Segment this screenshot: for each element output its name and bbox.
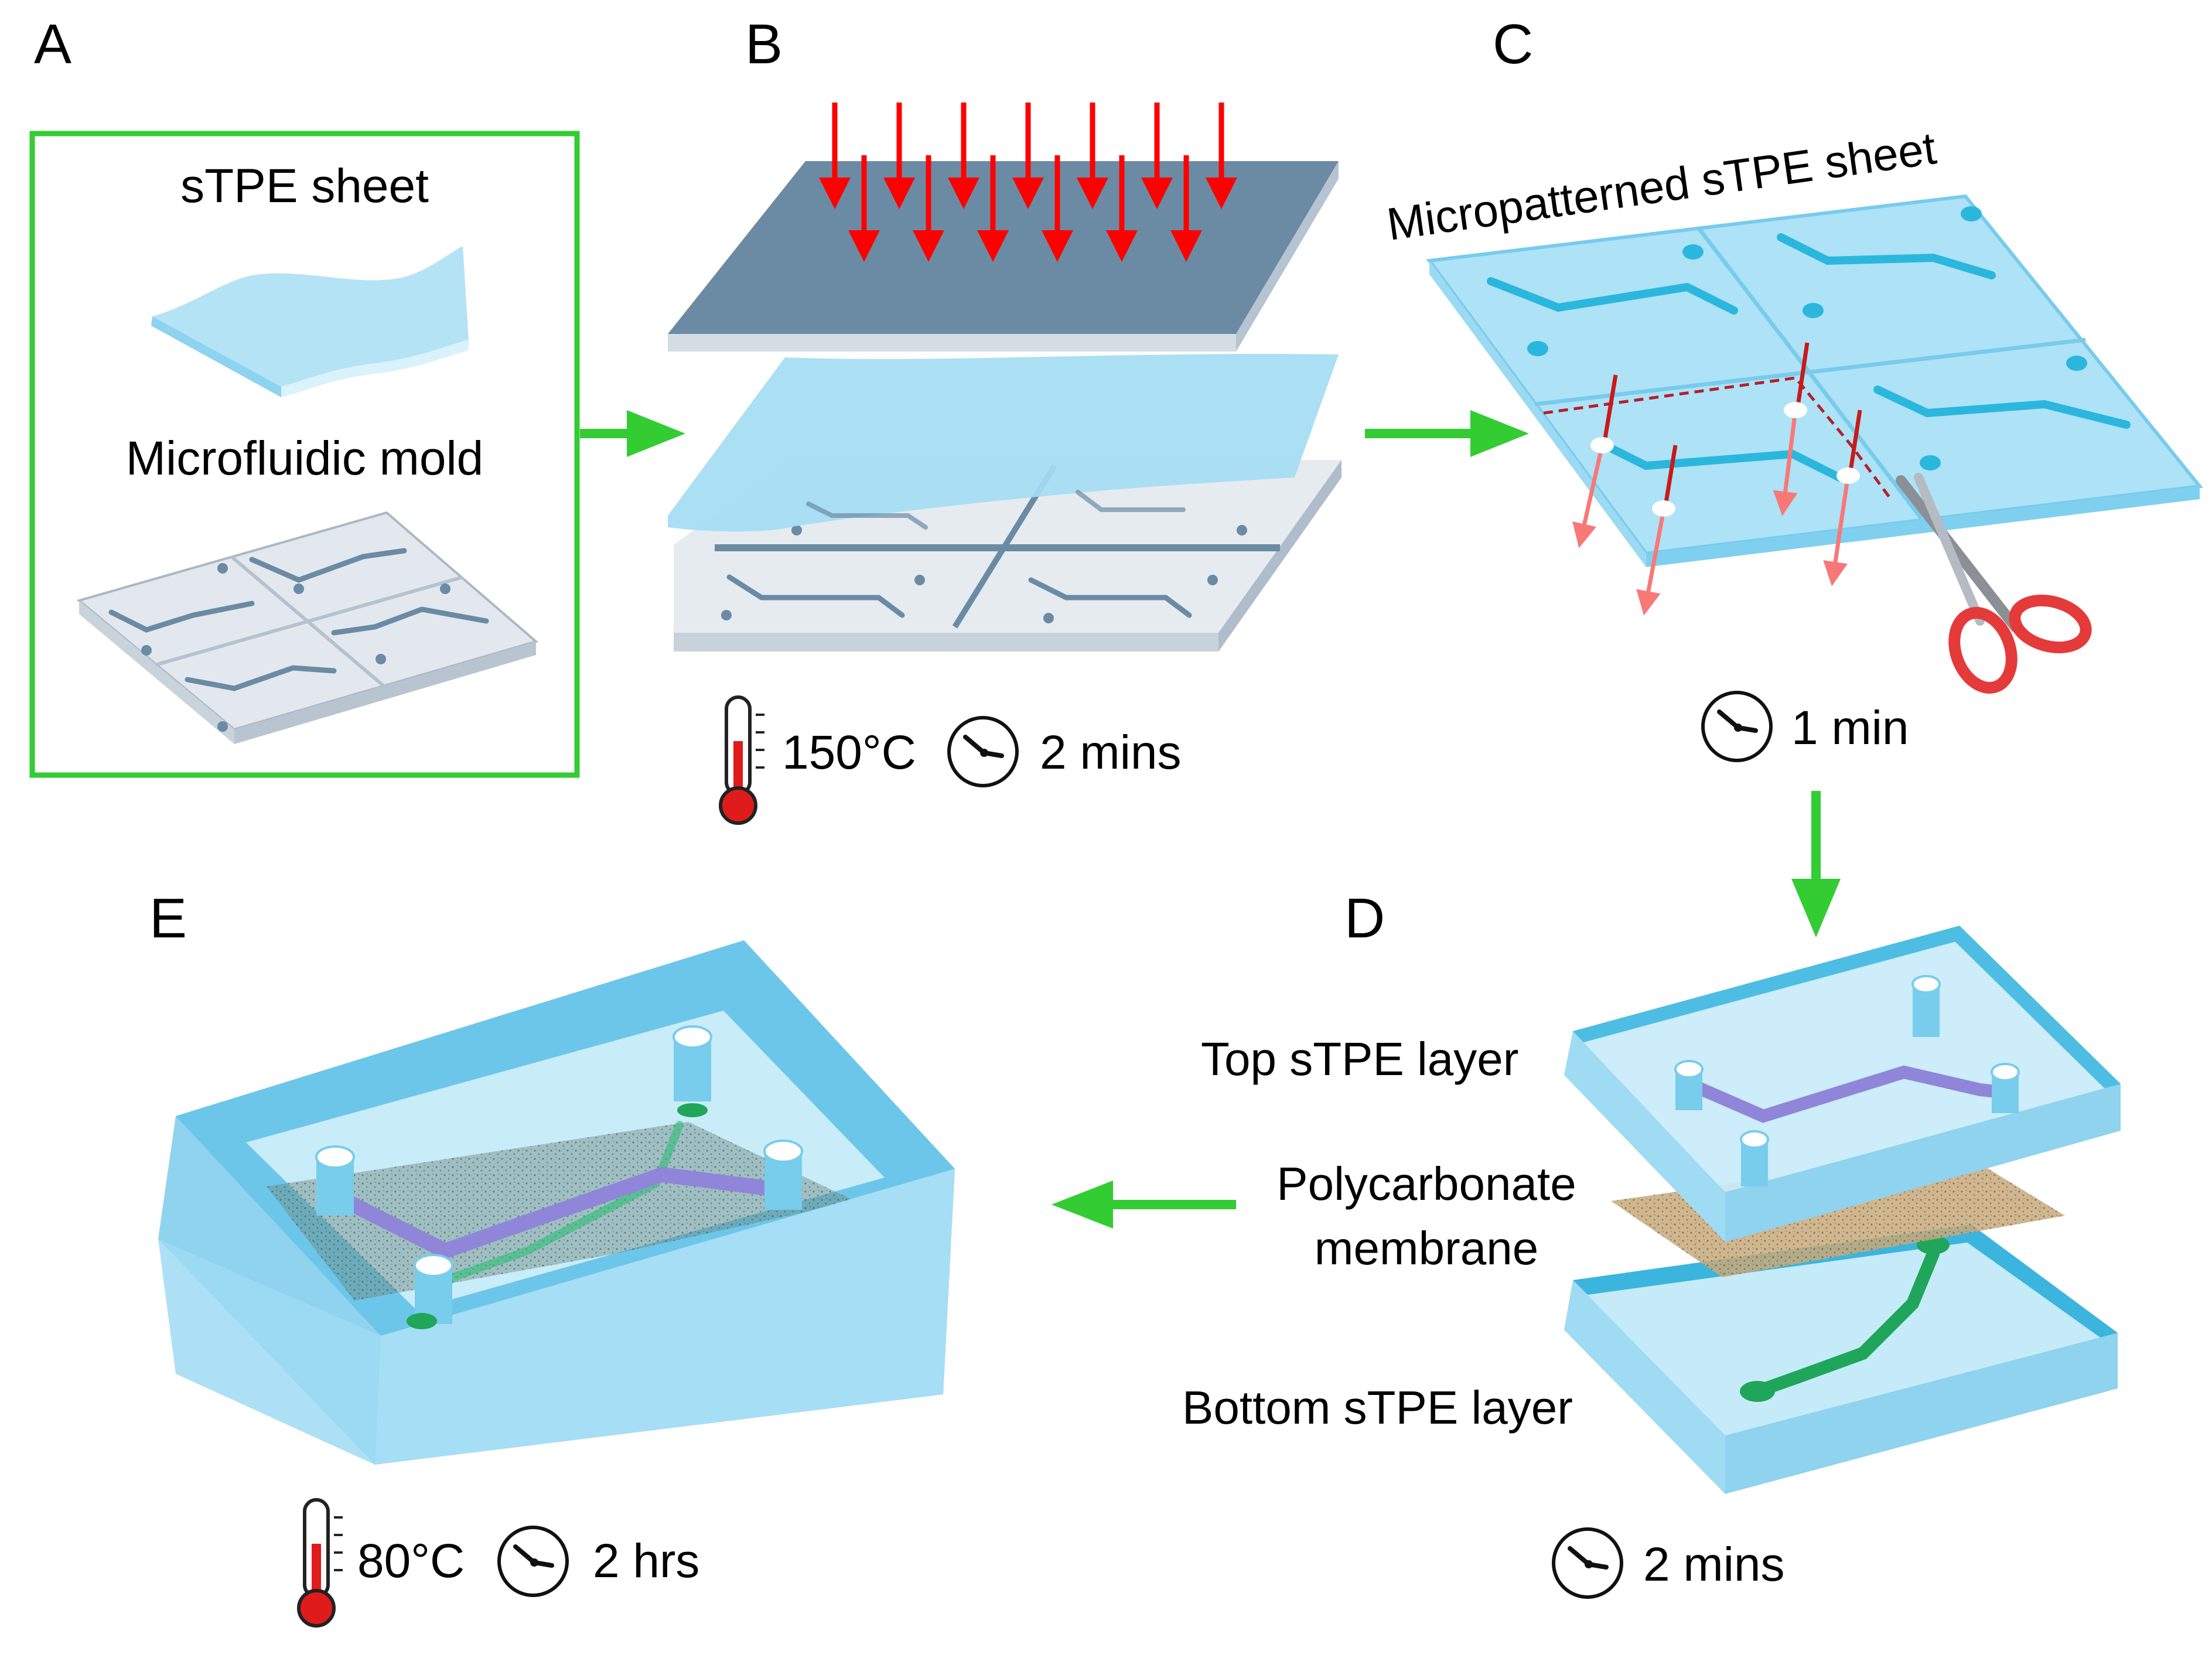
flow-arrow-icon <box>580 410 685 457</box>
flow-arrow-icon <box>1791 791 1841 937</box>
clock-icon <box>1701 691 1773 762</box>
flow-arrow-icon <box>1052 1181 1236 1229</box>
bottom-stpe-layer-shape <box>1564 1224 2118 1494</box>
panel-d-letter: D <box>1344 887 1385 950</box>
flow-arrow-icon <box>1365 410 1529 457</box>
panel-a-sheet-label: sTPE sheet <box>180 159 429 213</box>
panel-b: B <box>668 13 1341 825</box>
thermometer-icon <box>297 1498 343 1628</box>
assembled-device-shape <box>158 940 955 1465</box>
thermometer-icon <box>719 695 764 825</box>
inlet-pillar-group <box>1674 975 2020 1186</box>
top-stpe-layer-shape <box>1564 926 2121 1242</box>
panel-d-bottom-layer-label: Bottom sTPE layer <box>1182 1381 1573 1434</box>
panel-d-membrane-label-line1: Polycarbonate <box>1276 1158 1576 1210</box>
panel-c-letter: C <box>1493 13 1533 76</box>
panel-e-letter: E <box>149 887 187 950</box>
micropatterned-sheet-shape <box>1426 194 2203 567</box>
panel-d-membrane-label-line2: membrane <box>1315 1222 1538 1274</box>
panel-b-stpe-sheet <box>668 354 1339 532</box>
panel-e-temperature: 80°C <box>357 1534 465 1588</box>
clock-icon <box>947 716 1019 787</box>
panel-a: A sTPE sheet Microfluidic mold <box>29 13 580 778</box>
panel-a-frame <box>29 131 580 778</box>
clock-icon <box>497 1526 569 1597</box>
panel-a-letter: A <box>34 13 71 76</box>
scissors-icon <box>1896 473 2092 694</box>
panel-c-time: 1 min <box>1791 701 1909 755</box>
panel-d-time: 2 mins <box>1643 1538 1785 1591</box>
panel-b-temperature: 150°C <box>782 726 916 779</box>
panel-b-time: 2 mins <box>1040 726 1182 779</box>
panel-d: D Top sTPE layer Polycarbonate membrane … <box>1182 887 2121 1599</box>
microfluidic-mold-shape <box>76 511 539 744</box>
stpe-sheet-shape <box>151 246 469 397</box>
outlet-pillar-group <box>315 1025 803 1329</box>
panel-e-time: 2 hrs <box>593 1534 699 1588</box>
punch-marker-group <box>1572 342 1862 616</box>
panel-b-letter: B <box>745 13 783 76</box>
clock-icon <box>1552 1527 1623 1599</box>
panel-c: C Micropatterned sTPE sheet <box>1384 13 2203 762</box>
panel-a-mold-label: Microfluidic mold <box>126 432 484 485</box>
panel-d-top-layer-label: Top sTPE layer <box>1201 1033 1518 1085</box>
panel-b-press-plate <box>668 161 1339 352</box>
panel-e: E <box>149 887 955 1628</box>
polycarbonate-membrane-shape <box>1611 1151 2065 1277</box>
press-arrow-icon <box>819 103 1237 262</box>
